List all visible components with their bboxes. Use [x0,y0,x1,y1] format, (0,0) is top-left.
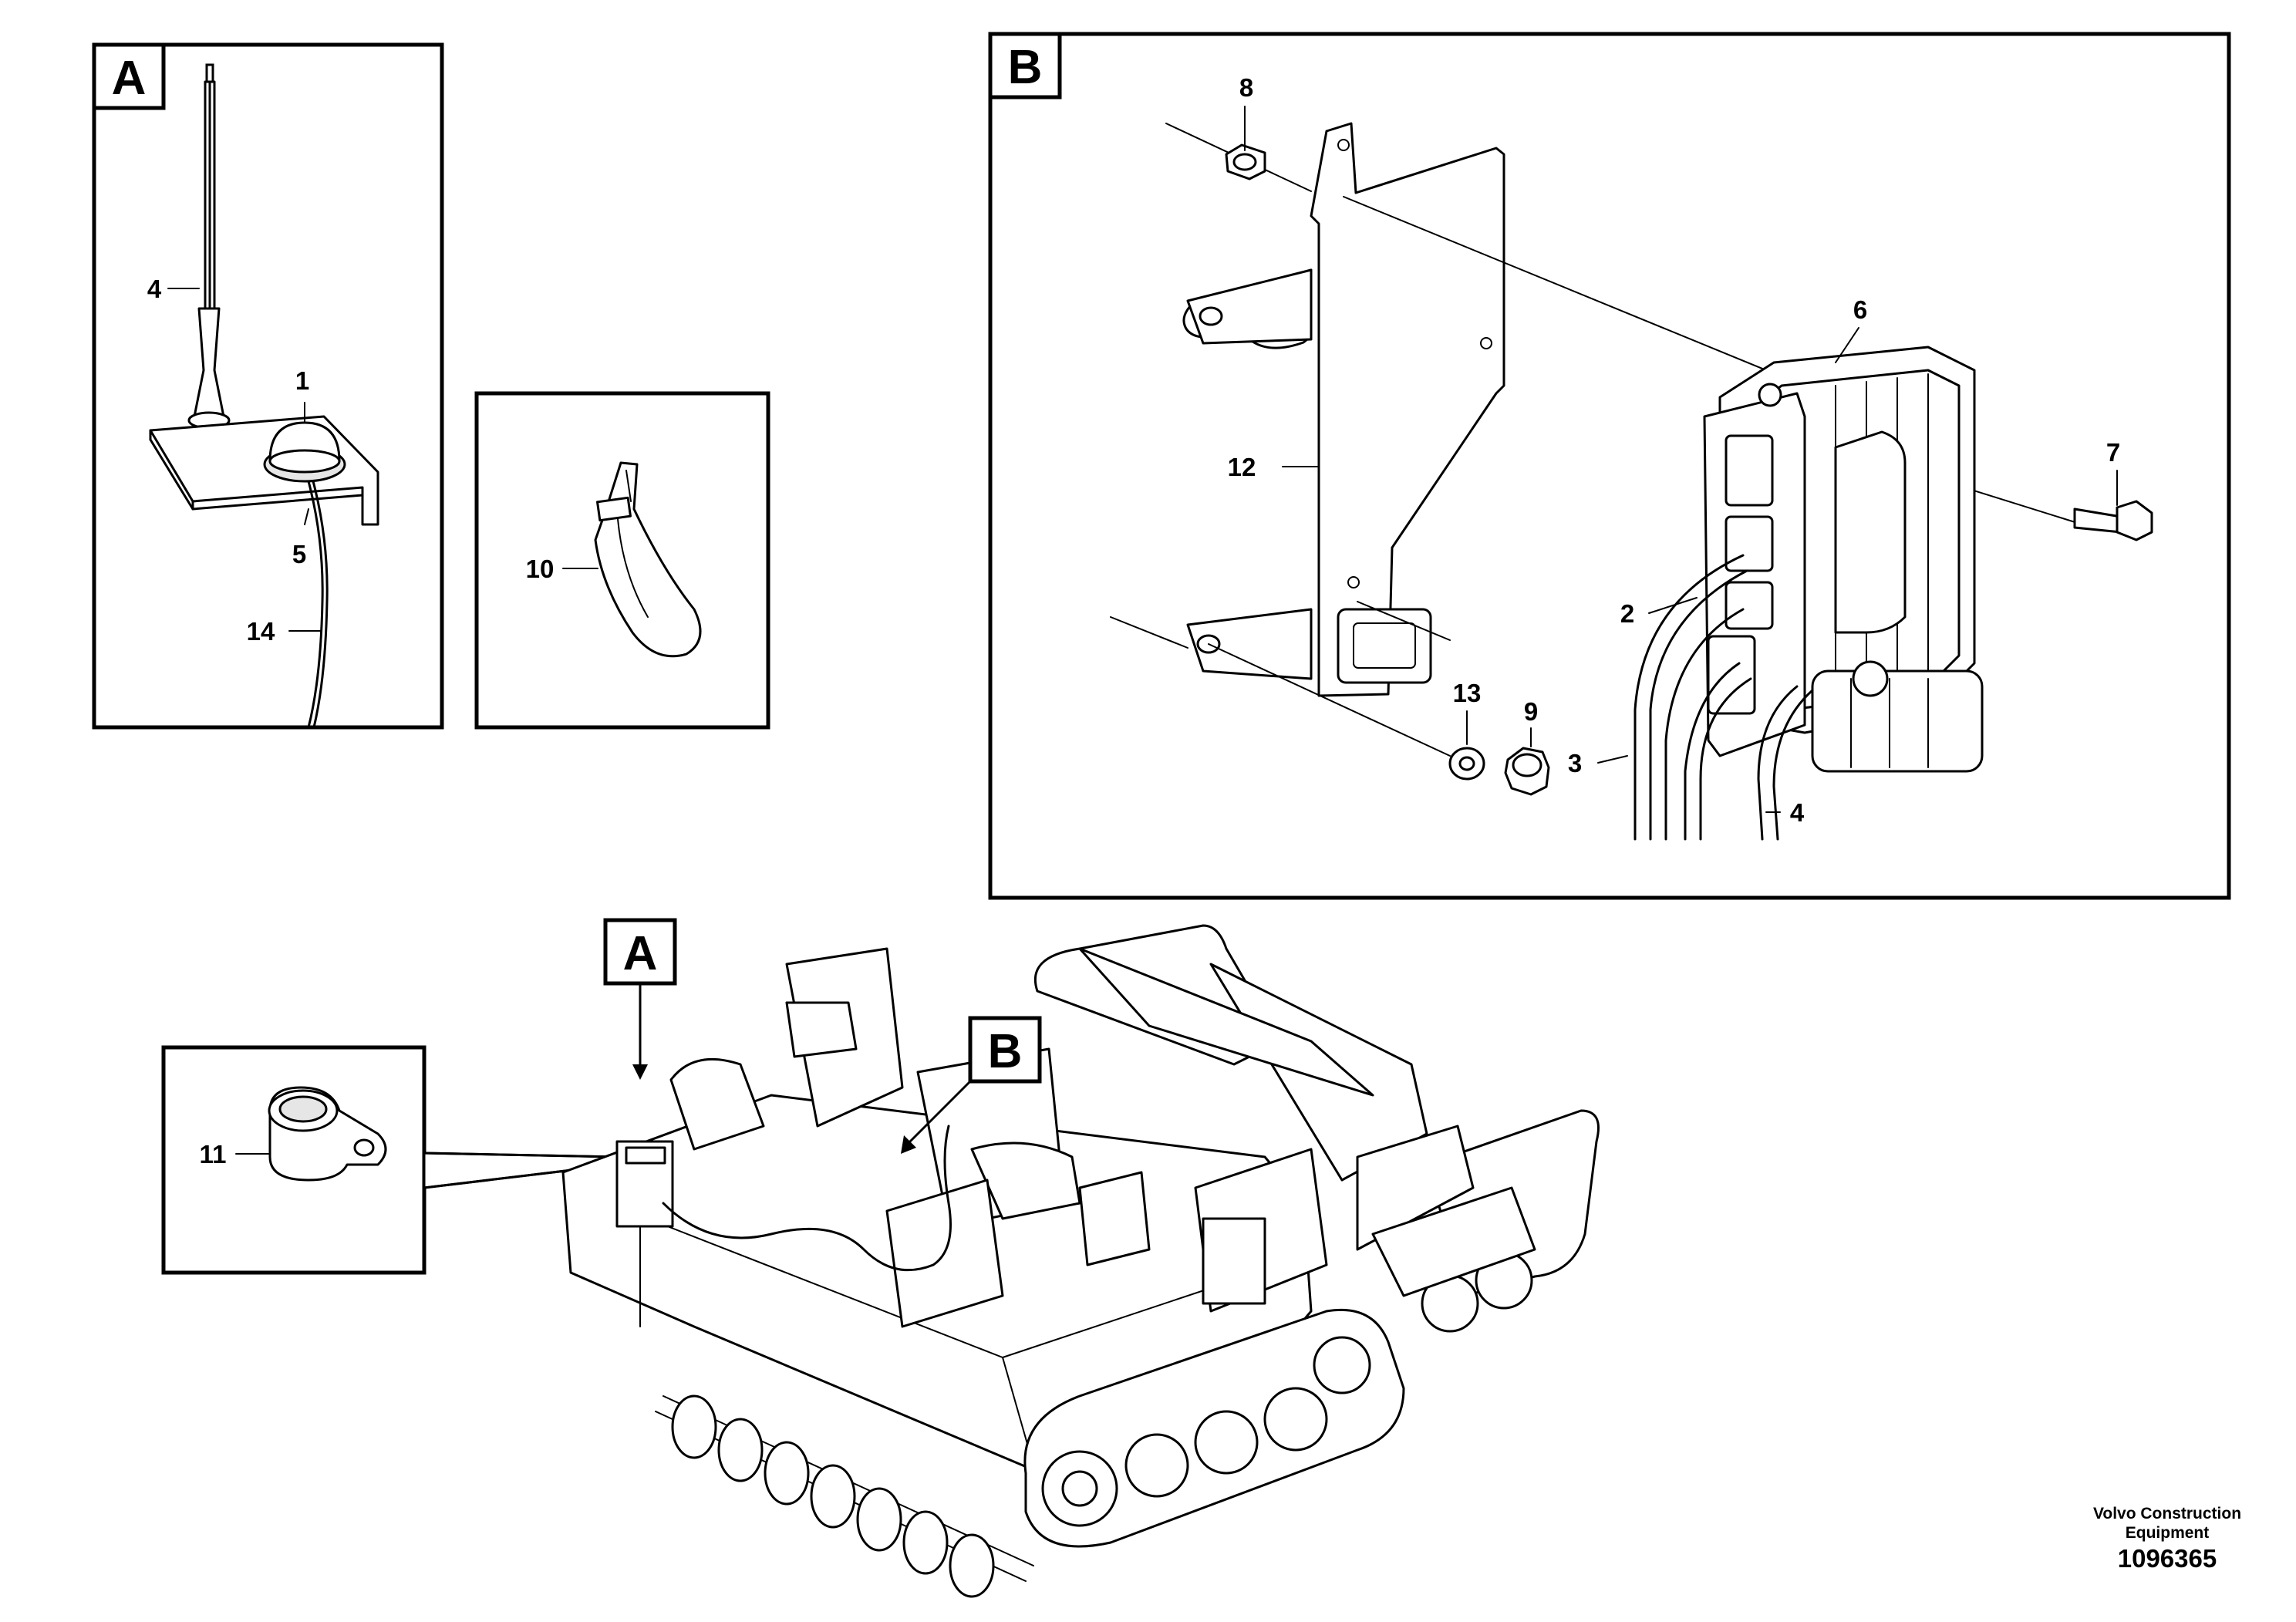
callout-a-1: 1 [295,366,309,395]
callout-b-12: 12 [1228,453,1256,481]
footer-company-line2: Equipment [2125,1524,2210,1542]
panel-a-label: A [112,52,147,105]
callout-b-7: 7 [2106,438,2120,467]
paver-machine: A B [561,918,1600,1598]
footer-company-line1: Volvo Construction [2092,1505,2242,1523]
panel-cable-tie: 10 [474,391,770,730]
panel-b-frame [988,32,2231,900]
panel-a-label-box [92,42,166,110]
antenna-cable [307,480,324,729]
callout-b-4: 4 [1790,798,1805,827]
panel-b-label: B [1008,41,1043,94]
harness [1633,554,1814,841]
control-unit [1703,346,1984,773]
marker-a-label: A [623,927,658,980]
tracks [1023,1251,1533,1548]
p-clamp [268,1086,387,1182]
cable-tie-frame [474,391,770,730]
auger [655,1394,1034,1598]
marker-b-box [968,1016,1042,1084]
panel-a-top: A 4 1 5 14 [92,42,444,730]
cable-tie [594,461,702,658]
callout-b-9: 9 [1524,697,1538,726]
marker-a-box [603,918,677,986]
callout-10: 10 [526,555,555,583]
footer-company: Volvo Construction Equipment [2052,1504,2283,1543]
bolt-8 [1165,123,1312,192]
panel-b: B [988,32,2231,900]
callout-b-6: 6 [1853,295,1867,324]
callout-a-4: 4 [147,275,162,303]
footer-drawing-number: 1096365 [2117,1544,2217,1573]
callout-a-14: 14 [247,617,275,646]
callout-b-3: 3 [1568,749,1582,777]
screw-7 [2073,500,2153,541]
callout-a-5: 5 [292,540,306,568]
nut-9 [1504,747,1550,796]
callout-b-8: 8 [1239,73,1253,102]
washer-13 [1208,643,1485,781]
antenna-base [263,421,346,483]
panel-b-label-box [988,32,1062,99]
marker-b-label: B [988,1025,1023,1078]
callout-b-13: 13 [1453,679,1482,707]
panel-clamp: 11 [161,1045,619,1275]
panel-a-frame [92,42,444,730]
axis-line-unit [1343,196,1767,371]
mounting-plate [1182,122,1505,697]
callout-11: 11 [200,1140,227,1168]
callout-b-2: 2 [1620,599,1634,628]
